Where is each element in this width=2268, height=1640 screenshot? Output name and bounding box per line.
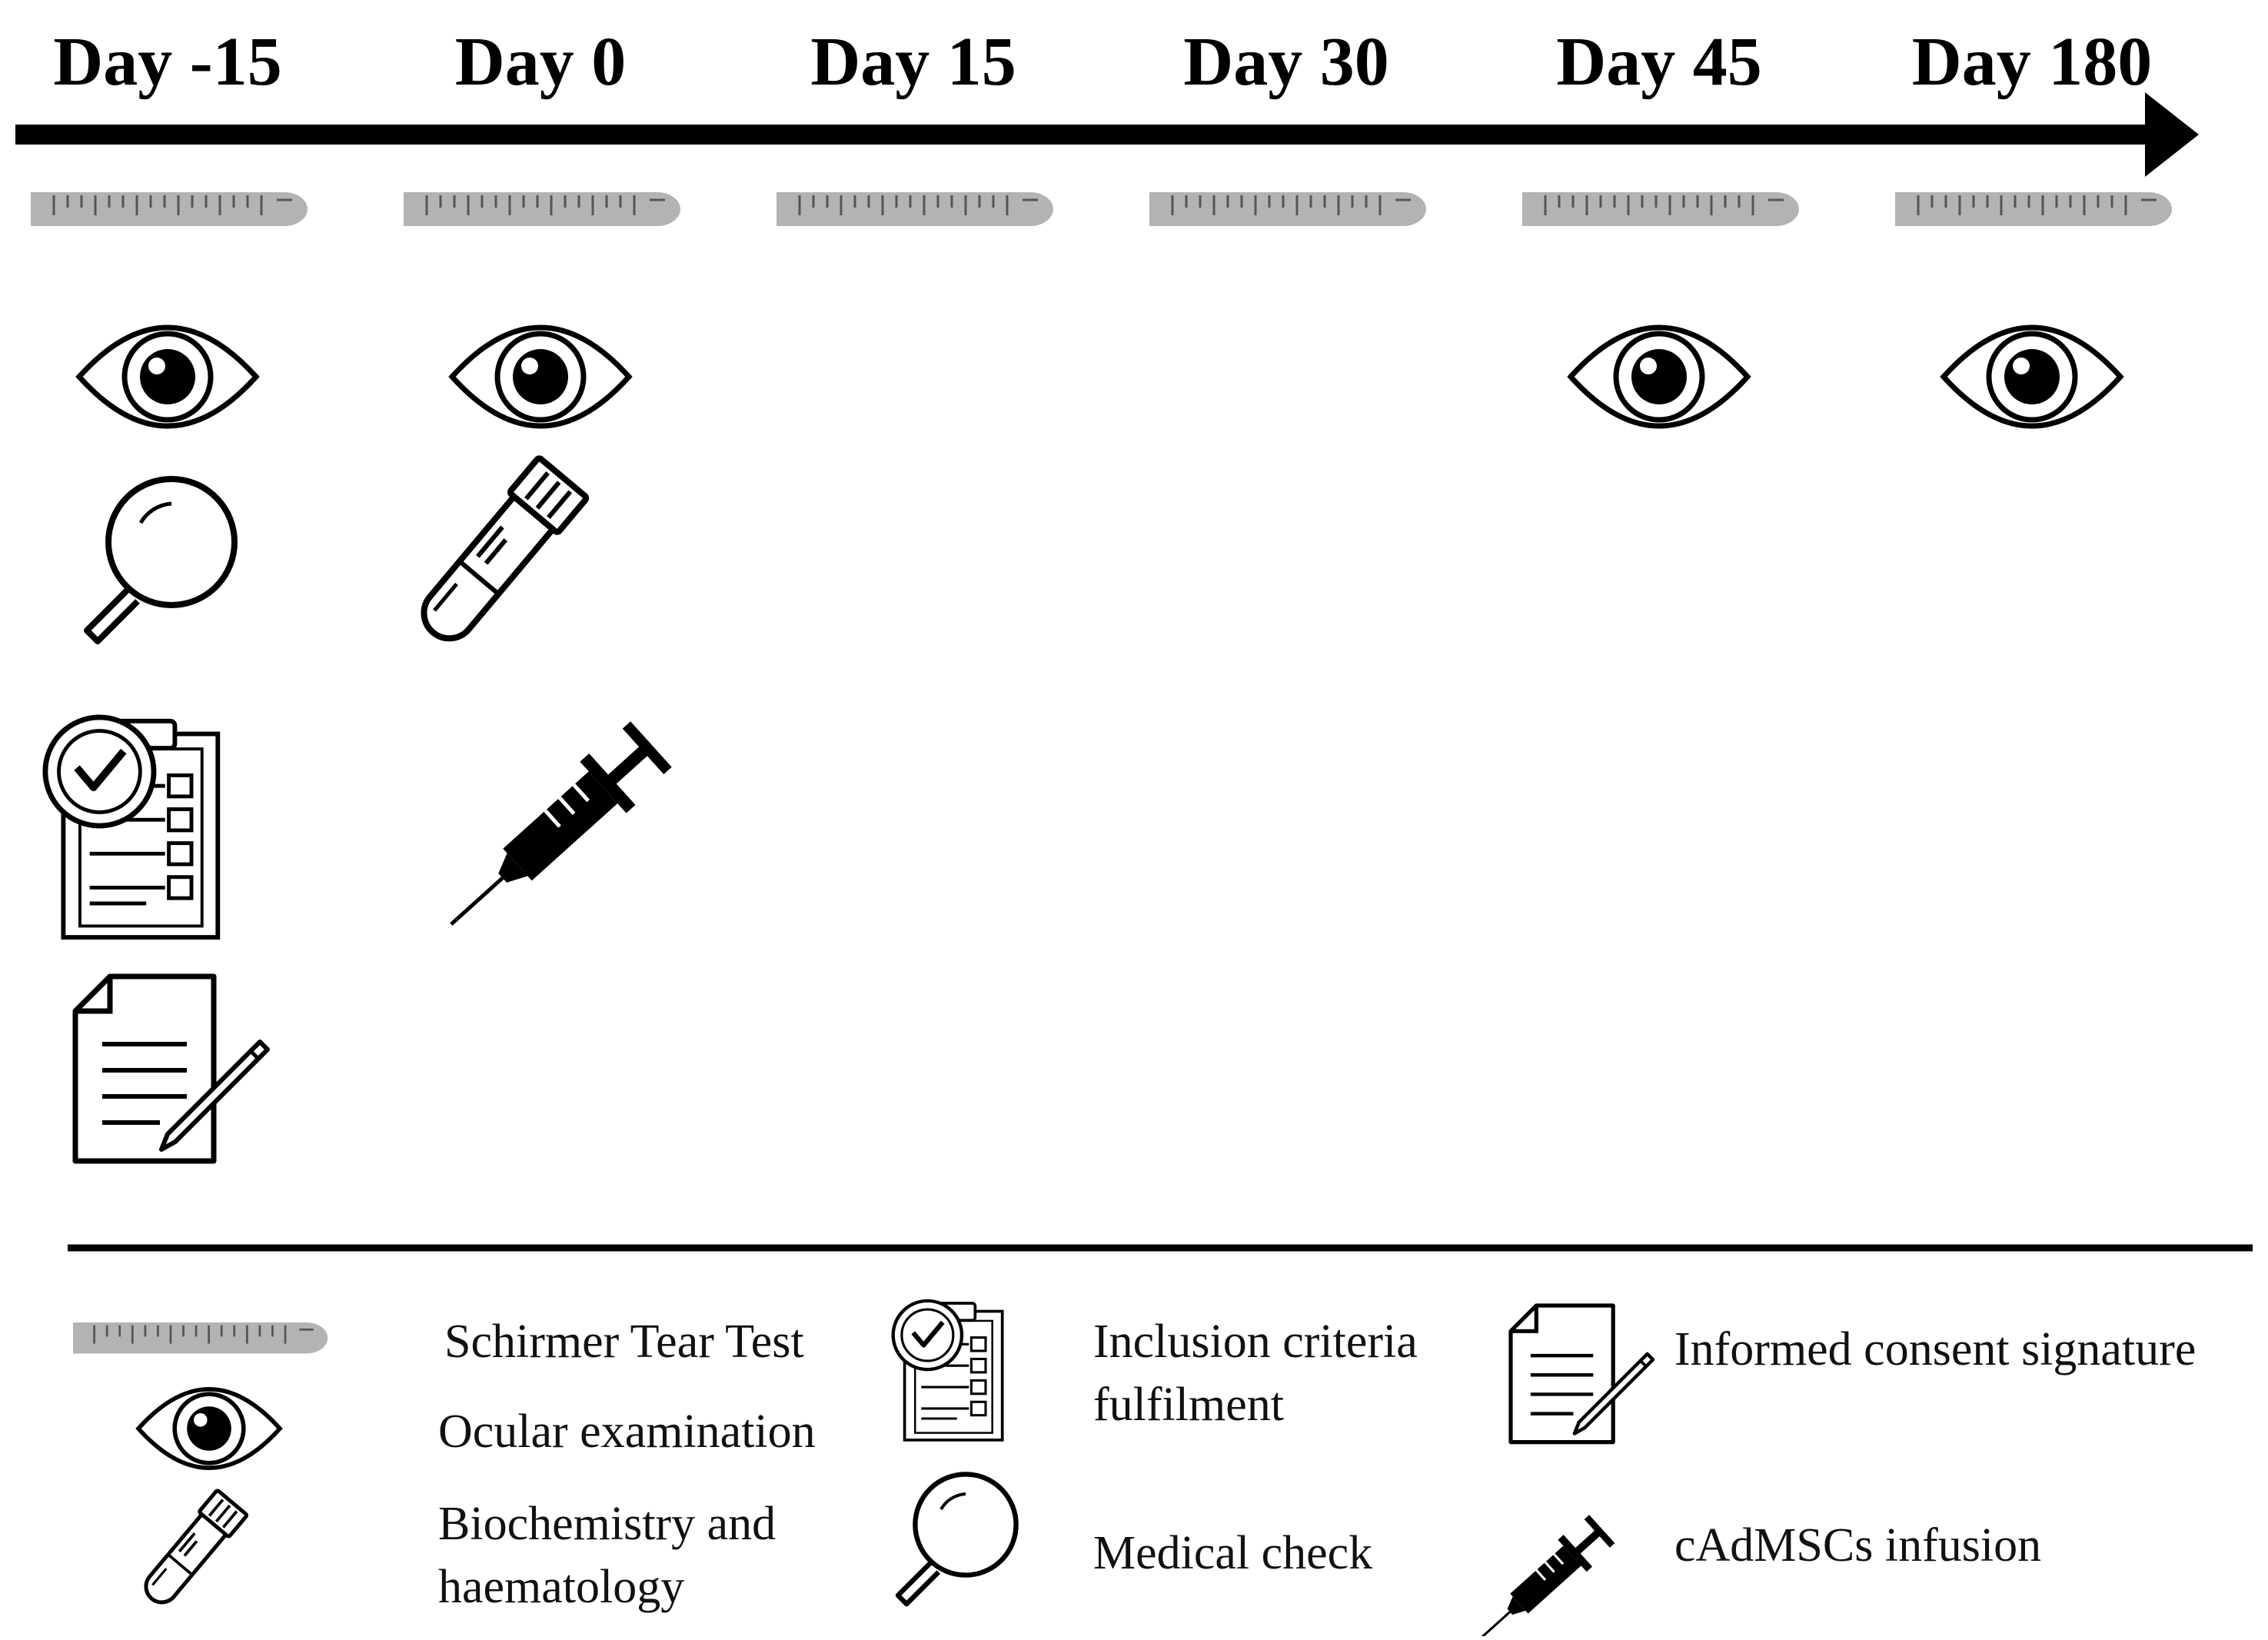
legend-label: fulfilment [1093, 1379, 1284, 1431]
clipboard-icon [893, 1301, 1003, 1440]
legend-item: Medical check [898, 1474, 1372, 1604]
strip-icon [775, 191, 1055, 228]
strip-icon [402, 191, 682, 228]
legend-label: Schirmer Tear Test [444, 1316, 804, 1368]
strip-icon [71, 1321, 329, 1355]
document-icon [75, 976, 268, 1161]
day-label: Day 30 [1183, 24, 1389, 100]
eye-icon [1944, 328, 2120, 426]
syringe-icon [428, 718, 674, 950]
legend-item: Schirmer Tear Test [71, 1316, 804, 1368]
strip-icon [1894, 191, 2173, 228]
clipboard-icon [45, 717, 218, 937]
day-columns: Day -15 Day 0 Day 15 Day 30 Day 45 Day 180 [29, 24, 2173, 1161]
timeline-arrow [15, 92, 2199, 177]
day-label: Day -15 [53, 24, 281, 100]
legend-label: Biochemistry and [438, 1498, 776, 1550]
day-label: Day 180 [1912, 24, 2153, 100]
legend-label: Medical check [1093, 1527, 1372, 1579]
day-column: Day 0 [402, 24, 682, 950]
magnifier-icon [898, 1474, 1016, 1604]
legend-label: Ocular examination [438, 1405, 816, 1458]
legend-item: cAdMSCs infusion [1462, 1512, 2041, 1640]
magnifier-icon [87, 479, 234, 641]
day-column: Day 15 [775, 24, 1055, 228]
legend-label: cAdMSCs infusion [1674, 1519, 2041, 1572]
day-column: Day 45 [1521, 24, 1801, 426]
legend-item: Informed consent signature [1511, 1306, 2196, 1442]
document-icon [1511, 1306, 1653, 1442]
eye-icon [138, 1389, 280, 1468]
day-column: Day -15 [29, 24, 309, 1161]
legend-label: Informed consent signature [1674, 1323, 2196, 1376]
tube-icon [137, 1490, 248, 1612]
legend-item: Inclusion criteria fulfilment [893, 1301, 1418, 1440]
eye-icon [79, 328, 256, 426]
strip-icon [29, 191, 309, 228]
legend-item: Ocular examination [138, 1389, 816, 1468]
day-column: Day 30 [1148, 24, 1428, 228]
eye-icon [452, 328, 629, 426]
strip-icon [1521, 191, 1801, 228]
day-label: Day 45 [1556, 24, 1762, 100]
day-column: Day 180 [1894, 24, 2173, 426]
legend-label: Inclusion criteria [1093, 1316, 1418, 1368]
legend-item: Biochemistry and haematology [137, 1490, 776, 1613]
tube-icon [409, 457, 587, 653]
day-label: Day 0 [455, 24, 627, 100]
eye-icon [1571, 328, 1748, 426]
strip-icon [1148, 191, 1428, 228]
day-label: Day 15 [810, 24, 1016, 100]
syringe-icon [1462, 1512, 1618, 1640]
legend-label: haematology [438, 1561, 684, 1613]
